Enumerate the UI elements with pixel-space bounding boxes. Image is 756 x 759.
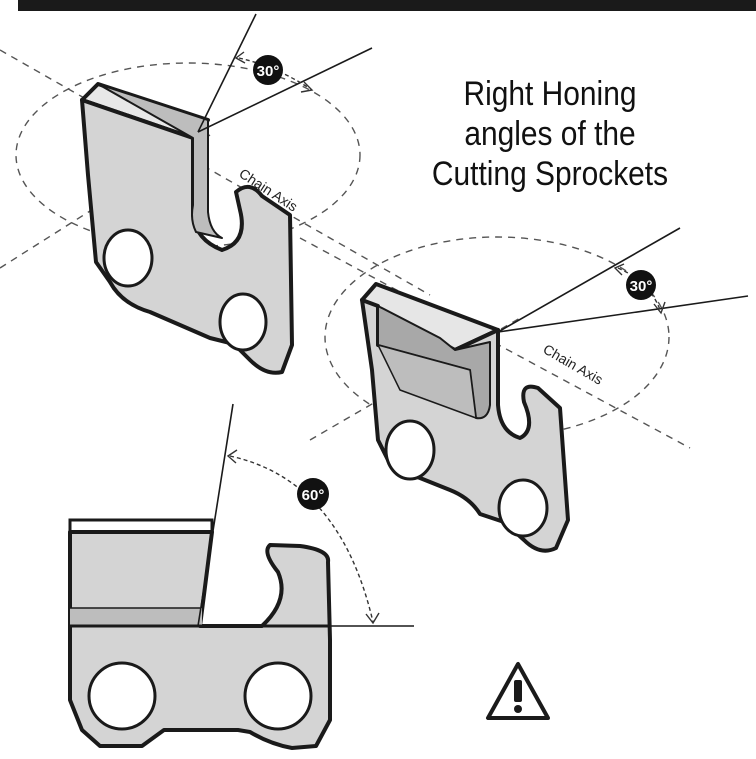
rivet-hole xyxy=(497,478,549,538)
angle-label-right: 30° xyxy=(630,278,653,295)
angle-badge-top-left xyxy=(253,55,283,85)
angle-badge-right xyxy=(626,270,656,300)
title-line-2: angles of the xyxy=(464,115,636,153)
angle-badge-bottom xyxy=(297,478,329,510)
top-border-bar xyxy=(18,0,756,11)
tooth-bottom: 60° xyxy=(68,403,414,750)
angle-arc-bottom xyxy=(229,455,374,623)
diagram-title: Right Honing angles of the Cutting Sproc… xyxy=(400,74,699,194)
warning-triangle-icon xyxy=(486,662,550,720)
tooth-top-left: 30° Chain Axis xyxy=(0,13,431,375)
title-line-3: Cutting Sprockets xyxy=(431,155,669,193)
rotation-ellipse-right xyxy=(324,236,670,438)
rivet-hole xyxy=(102,228,154,288)
angle-label-bottom: 60° xyxy=(302,487,325,504)
angle-label-top-left: 30° xyxy=(257,63,280,80)
chain-axis-line-top-left xyxy=(0,49,431,296)
rivet-hole xyxy=(87,661,157,731)
tooth-right: 30° Chain Axis xyxy=(299,227,749,553)
rivet-hole xyxy=(243,661,313,731)
rivet-hole xyxy=(218,292,268,352)
title-line-1: Right Honing xyxy=(463,75,637,113)
cross-dashed-line-top-left xyxy=(0,134,211,269)
rivet-hole xyxy=(384,419,436,481)
chain-axis-label-right: Chain Axis xyxy=(541,341,606,388)
